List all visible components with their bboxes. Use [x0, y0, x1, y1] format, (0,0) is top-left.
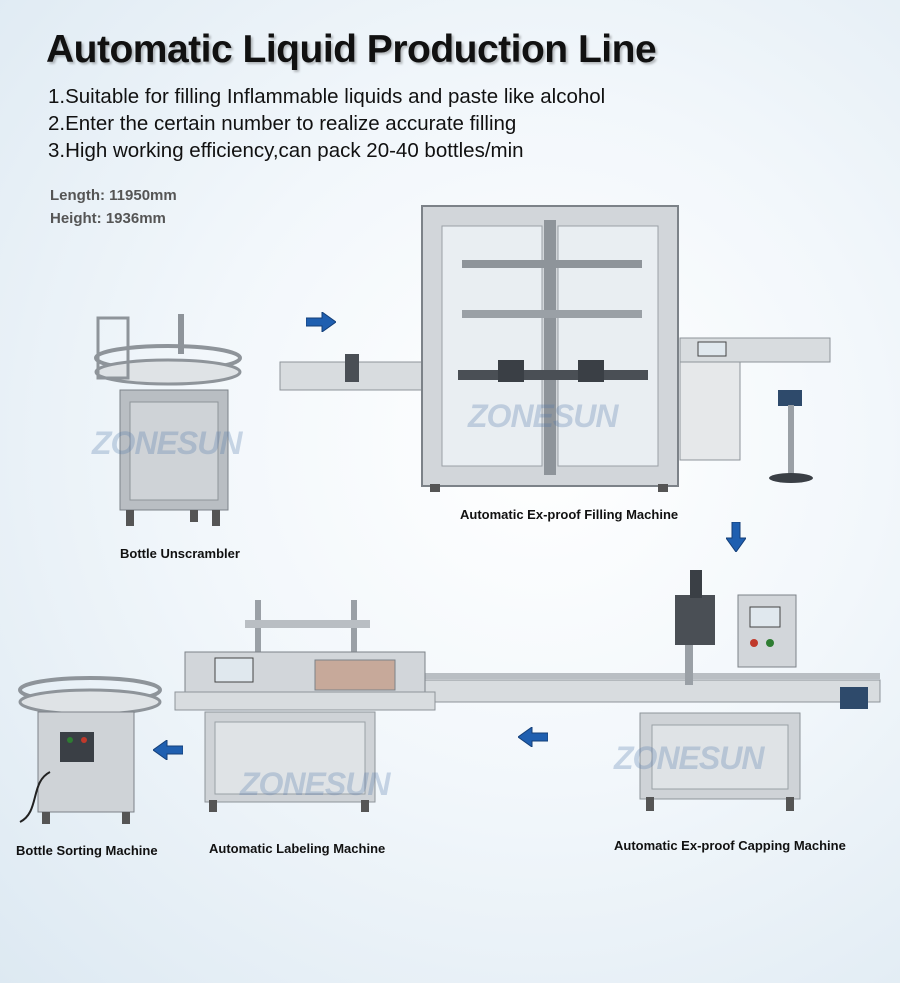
bottle-sorting-machine-image: [18, 676, 162, 824]
watermark-text: ZONESUN: [468, 398, 618, 434]
feature-item: 1.Suitable for filling Inflammable liqui…: [48, 85, 606, 108]
watermark-text: ZONESUN: [240, 766, 390, 802]
length-spec: Length: 11950mm: [50, 187, 177, 204]
filling-machine-image: [421, 205, 831, 492]
arrow-down-icon: [726, 522, 746, 552]
capping-machine-caption: Automatic Ex-proof Capping Machine: [614, 838, 846, 853]
feature-item: 2.Enter the certain number to realize ac…: [48, 112, 517, 135]
arrow-left-icon: [518, 727, 548, 747]
sorting-machine-caption: Bottle Sorting Machine: [16, 843, 158, 858]
bottle-unscrambler-image: [94, 314, 431, 526]
labeling-machine-image: [174, 600, 436, 812]
unscrambler-caption: Bottle Unscrambler: [120, 546, 240, 561]
arrow-right-icon: [306, 312, 336, 332]
height-spec: Height: 1936mm: [50, 210, 166, 227]
watermark-text: ZONESUN: [92, 425, 242, 461]
filling-machine-caption: Automatic Ex-proof Filling Machine: [460, 507, 679, 522]
watermark-text: ZONESUN: [614, 740, 764, 776]
arrow-left-icon: [153, 740, 183, 760]
dimensions-block: Length: 11950mm Height: 1936mm: [50, 184, 177, 230]
capping-machine-image: [419, 570, 881, 811]
page-title: Automatic Liquid Production Line: [46, 28, 657, 71]
labeling-machine-caption: Automatic Labeling Machine: [209, 841, 386, 856]
feature-item: 3.High working efficiency,can pack 20-40…: [48, 139, 524, 162]
feature-list: 1.Suitable for filling Inflammable liqui…: [48, 83, 605, 164]
